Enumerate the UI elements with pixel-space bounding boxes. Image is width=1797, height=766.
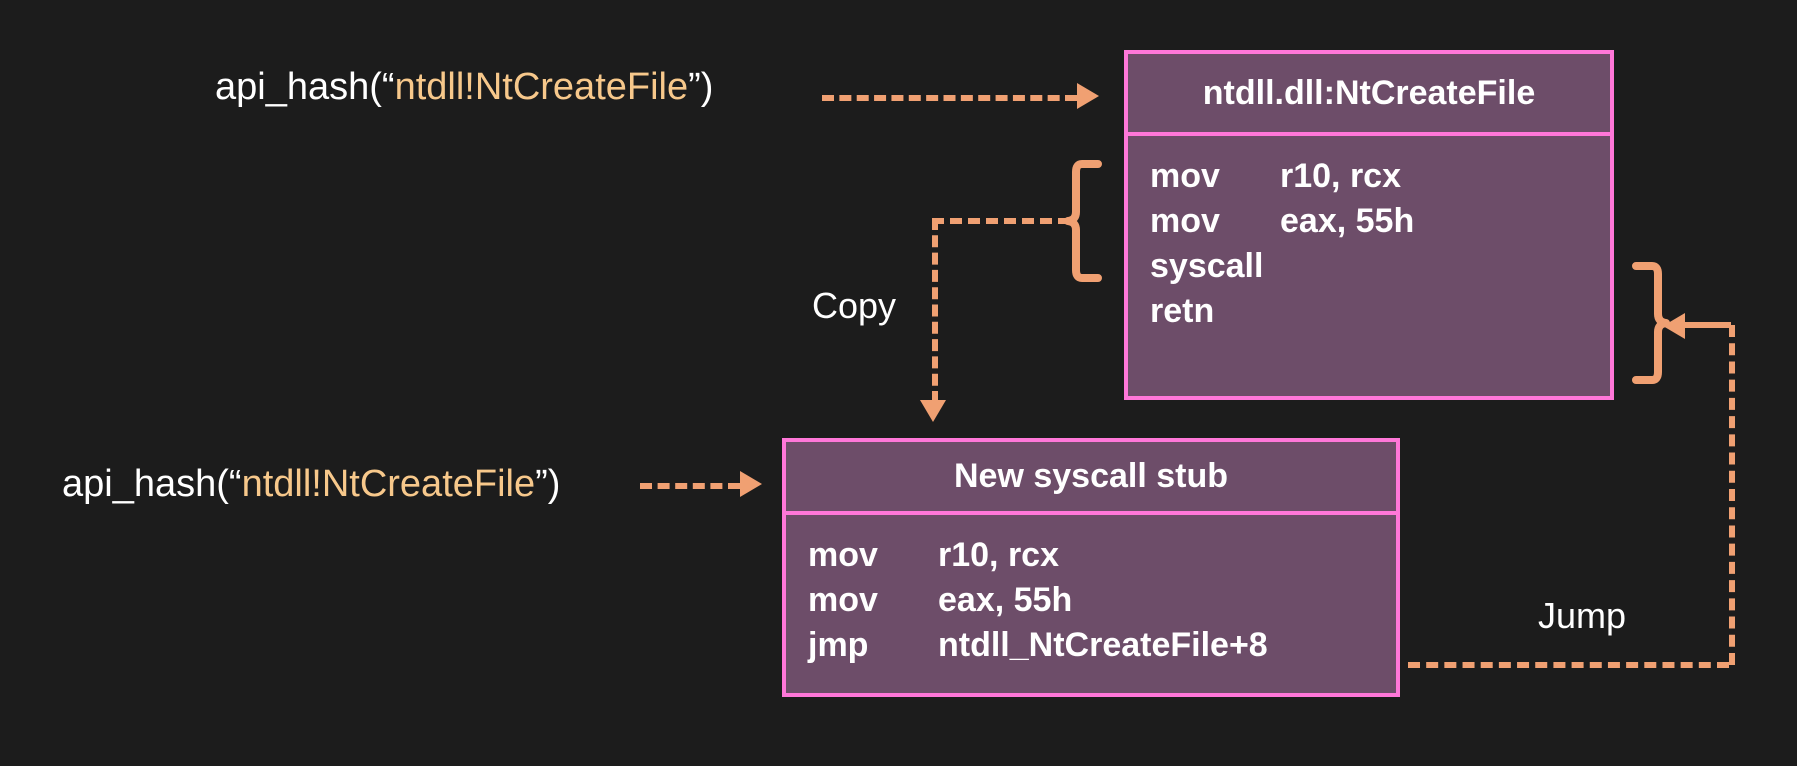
copy-label: Copy [812,285,897,326]
asm-operands: r10, rcx [938,536,1059,574]
asm-line: mov r10, rcx [808,533,1396,578]
asm-mnemonic: jmp [808,625,869,664]
asm-line: mov eax, 55h [1150,199,1610,244]
asm-operands: r10, rcx [1280,157,1401,195]
arrow-api-hash-top-line [822,95,1077,101]
arrow-api-hash-top-head [1077,83,1099,109]
stub-box: New syscall stub mov r10, rcx mov eax, 5… [782,438,1400,697]
asm-mnemonic: retn [1150,291,1215,330]
api-hash-top-prefix: api_hash(“ [215,66,395,108]
jump-path-head-stem [1685,322,1731,328]
api-hash-bottom-prefix: api_hash(“ [62,463,242,505]
api-hash-bottom-suffix: ”) [535,463,561,505]
asm-mnemonic: mov [808,580,878,619]
asm-line: mov eax, 55h [808,578,1396,623]
ntdll-box-title: ntdll.dll:NtCreateFile [1128,54,1610,136]
stub-box-title: New syscall stub [786,442,1396,515]
asm-mnemonic: mov [1150,201,1220,240]
stub-box-body: mov r10, rcx mov eax, 55h jmp ntdll_NtCr… [786,515,1396,680]
jump-path-vertical [1729,325,1735,665]
copy-path-arrowhead [920,400,946,422]
asm-mnemonic: mov [1150,157,1220,195]
asm-line: retn [1150,289,1610,334]
api-hash-label-top: api_hash(“ntdll!NtCreateFile”) [215,68,713,106]
asm-mnemonic: syscall [1150,246,1264,285]
api-hash-top-highlight: ntdll!NtCreateFile [394,66,689,108]
api-hash-top-suffix: ”) [688,66,714,108]
jump-path-horizontal [1408,662,1729,668]
asm-line: jmp ntdll_NtCreateFile+8 [808,623,1396,668]
ntdll-box-body: mov r10, rcx mov eax, 55h syscall retn [1128,136,1610,346]
jump-label: Jump [1538,595,1627,636]
asm-mnemonic: mov [808,536,878,574]
copy-path-horizontal [932,218,1070,224]
arrow-api-hash-bottom-line [640,483,740,489]
jump-path-arrowhead [1663,313,1685,339]
api-hash-label-bottom: api_hash(“ntdll!NtCreateFile”) [62,465,560,503]
asm-line: syscall [1150,244,1610,289]
asm-operands: eax, 55h [938,580,1073,619]
api-hash-bottom-highlight: ntdll!NtCreateFile [241,463,536,505]
asm-operands: eax, 55h [1280,201,1415,240]
ntdll-box: ntdll.dll:NtCreateFile mov r10, rcx mov … [1124,50,1614,400]
arrow-api-hash-bottom-head [740,471,762,497]
copy-path-vertical [932,218,938,403]
asm-line: mov r10, rcx [1150,154,1610,199]
asm-operands: ntdll_NtCreateFile+8 [938,625,1268,664]
